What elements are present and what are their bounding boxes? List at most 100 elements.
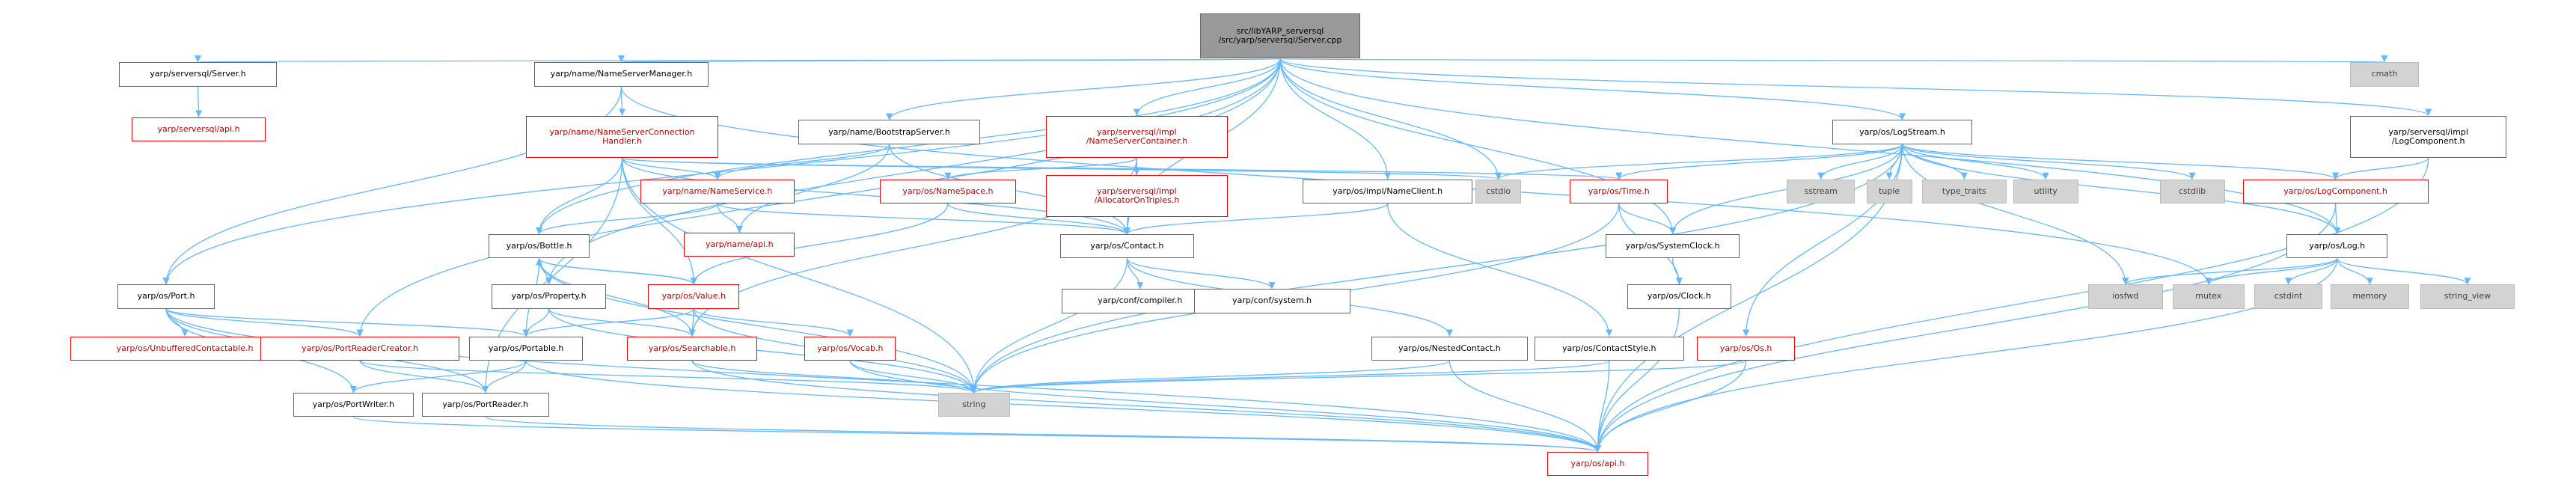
node-type-traits[interactable]: type_traits (1921, 179, 2007, 204)
edge-vocab_h-to-os_api_h (849, 360, 1601, 453)
node-iosfwd[interactable]: iosfwd (2087, 284, 2163, 309)
node-serversql-api-h[interactable]: yarp/serversql/api.h (132, 117, 266, 141)
node-portreadercreator-h[interactable]: yarp/os/PortReaderCreator.h (260, 336, 459, 361)
node-cstdio[interactable]: cstdio (1475, 179, 1522, 204)
edge-nameservice_h-to-contact_h (717, 203, 1131, 235)
edge-logstream_h-to-os_h (1743, 144, 1903, 337)
edge-bottle_h-to-string (538, 258, 978, 393)
edge-root-to-nameservermanager_h (620, 55, 1281, 63)
node-portreader-h[interactable]: yarp/os/PortReader.h (421, 392, 549, 417)
node-cstdlib[interactable]: cstdlib (2159, 179, 2225, 204)
node-logcomponent-h[interactable]: yarp/os/LogComponent.h (2242, 179, 2429, 204)
node-mutex[interactable]: mutex (2172, 284, 2245, 309)
node-clock-h[interactable]: yarp/os/Clock.h (1627, 284, 1731, 309)
node-namespace-h[interactable]: yarp/os/NameSpace.h (879, 179, 1017, 204)
node-system-h[interactable]: yarp/conf/system.h (1193, 289, 1350, 313)
node-contactstyle-h[interactable]: yarp/os/ContactStyle.h (1534, 336, 1684, 361)
edge-value_h-to-portable_h (522, 308, 694, 337)
edge-port_h-to-portable_h (165, 308, 530, 337)
edge-portreadercreator_h-to-portreader_h (359, 360, 489, 394)
edge-nameserverconnectionhandler_h-to-time_h (621, 157, 1622, 180)
node-nameclient-h[interactable]: yarp/os/impl/NameClient.h (1303, 179, 1472, 204)
edge-portable_h-to-os_api_h (525, 360, 1601, 453)
edge-logstream_h-to-cstdio (1495, 144, 1903, 180)
node-root[interactable]: src/libYARP_serversql /src/yarp/serversq… (1200, 13, 1360, 59)
edge-nameclient_h-to-contactstyle_h (1387, 203, 1613, 337)
node-cmath[interactable]: cmath (2350, 62, 2419, 87)
node-memory[interactable]: memory (2331, 284, 2409, 309)
edge-portreader_h-to-os_api_h (485, 416, 1601, 453)
node-portable-h[interactable]: yarp/os/Portable.h (468, 336, 584, 361)
node-string-view[interactable]: string_view (2420, 284, 2515, 309)
edge-log_h-to-memory (2337, 258, 2373, 285)
edge-systemclock_h-to-clock_h (1671, 258, 1683, 285)
edge-value_h-to-searchable_h (688, 308, 696, 337)
node-os-api-h[interactable]: yarp/os/api.h (1547, 452, 1648, 477)
node-portwriter-h[interactable]: yarp/os/PortWriter.h (293, 392, 414, 417)
node-serversql-logcomponent-h[interactable]: yarp/serversql/impl /LogComponent.h (2350, 115, 2507, 159)
node-logstream-h[interactable]: yarp/os/LogStream.h (1832, 120, 1973, 144)
edge-root-to-log_h (1279, 58, 2341, 234)
edge-root-to-bootstrapserver_h (886, 58, 1281, 120)
node-port-h[interactable]: yarp/os/Port.h (117, 284, 215, 309)
node-property-h[interactable]: yarp/os/Property.h (492, 284, 606, 309)
edge-clock_h-to-os_api_h (1594, 308, 1680, 453)
edge-property_h-to-string (548, 308, 978, 393)
edge-root-to-systemclock_h (1279, 58, 1677, 234)
edge-logstream_h-to-sstream (1817, 144, 1903, 180)
edge-portable_h-to-portreader_h (482, 360, 527, 394)
edge-bottle_h-to-searchable_h (538, 258, 696, 337)
edge-nameclient_h-to-contact_h (1123, 203, 1389, 235)
edge-portreadercreator_h-to-string (359, 360, 977, 394)
edge-root-to-portreadercreator_h (356, 58, 1281, 337)
edge-contact_h-to-system_h (1126, 258, 1276, 290)
edge-serversql_logcomponent_h-to-os_api_h (1594, 158, 2429, 453)
node-bottle-h[interactable]: yarp/os/Bottle.h (489, 233, 590, 259)
node-nameservermanager-h[interactable]: yarp/name/NameServerManager.h (534, 62, 709, 87)
node-string[interactable]: string (937, 392, 1010, 417)
edge-value_h-to-bottle_h (536, 257, 694, 285)
node-tuple[interactable]: tuple (1866, 179, 1912, 204)
node-utility[interactable]: utility (2013, 179, 2078, 204)
node-nameserverconnectionhandler-h[interactable]: yarp/name/NameServerConnection Handler.h (526, 115, 718, 159)
edge-portable_h-to-portwriter_h (349, 360, 527, 394)
node-os-h[interactable]: yarp/os/Os.h (1697, 336, 1795, 361)
edge-bootstrapserver_h-to-nameservice_h (714, 144, 890, 180)
node-cstdint[interactable]: cstdint (2254, 284, 2323, 309)
node-value-h[interactable]: yarp/os/Value.h (648, 284, 740, 309)
node-nameservercontainer-h[interactable]: yarp/serversql/impl /NameServerContainer… (1045, 115, 1229, 159)
edge-os_h-to-string (970, 360, 1747, 394)
edge-searchable_h-to-os_api_h (691, 360, 1601, 453)
edge-value_h-to-vocab_h (693, 308, 854, 337)
node-vocab-h[interactable]: yarp/os/Vocab.h (804, 336, 896, 361)
edge-nameserverconnectionhandler_h-to-bottle_h (536, 158, 623, 234)
edge-serversql_logcomponent_h-to-logcomponent_h (2332, 157, 2429, 180)
edge-nameserverconnectionhandler_h-to-contact_h (621, 157, 1131, 235)
edge-log_h-to-iosfwd (2122, 257, 2338, 285)
edge-root-to-cmath (1279, 55, 2385, 63)
edge-logstream_h-to-cstdlib (1901, 144, 2196, 180)
edge-log_h-to-string_view (2337, 258, 2471, 285)
node-contact-h[interactable]: yarp/os/Contact.h (1060, 233, 1194, 259)
node-serversql-server-h[interactable]: yarp/serversql/Server.h (118, 62, 278, 87)
node-sstream[interactable]: sstream (1787, 179, 1855, 204)
node-nestedcontact-h[interactable]: yarp/os/NestedContact.h (1371, 336, 1528, 361)
node-time-h[interactable]: yarp/os/Time.h (1570, 179, 1668, 204)
node-bootstrapserver-h[interactable]: yarp/name/BootstrapServer.h (798, 120, 981, 144)
edge-logstream_h-to-logcomponent_h (1901, 144, 2339, 180)
edge-nameserverconnectionhandler_h-to-nameservice_h (621, 157, 721, 180)
edge-namespace_h-to-contact_h (947, 203, 1131, 235)
edge-logstream_h-to-time_h (1615, 144, 1903, 180)
node-nameservice-h[interactable]: yarp/name/NameService.h (640, 179, 795, 204)
edge-nameservice_h-to-bottle_h (536, 203, 718, 235)
node-searchable-h[interactable]: yarp/os/Searchable.h (627, 336, 758, 361)
node-name-api-h[interactable]: yarp/name/api.h (684, 233, 795, 257)
node-log-h[interactable]: yarp/os/Log.h (2286, 233, 2388, 259)
edge-logstream_h-to-log_h (1901, 144, 2341, 235)
edge-portwriter_h-to-os_api_h (352, 416, 1601, 453)
edge-log_h-to-mutex (2205, 258, 2338, 285)
node-allocatorontriples-h[interactable]: yarp/serversql/impl /AllocatorOnTriples.… (1045, 174, 1229, 218)
edge-bootstrapserver_h-to-name_api_h (735, 144, 890, 233)
node-systemclock-h[interactable]: yarp/os/SystemClock.h (1606, 233, 1740, 259)
